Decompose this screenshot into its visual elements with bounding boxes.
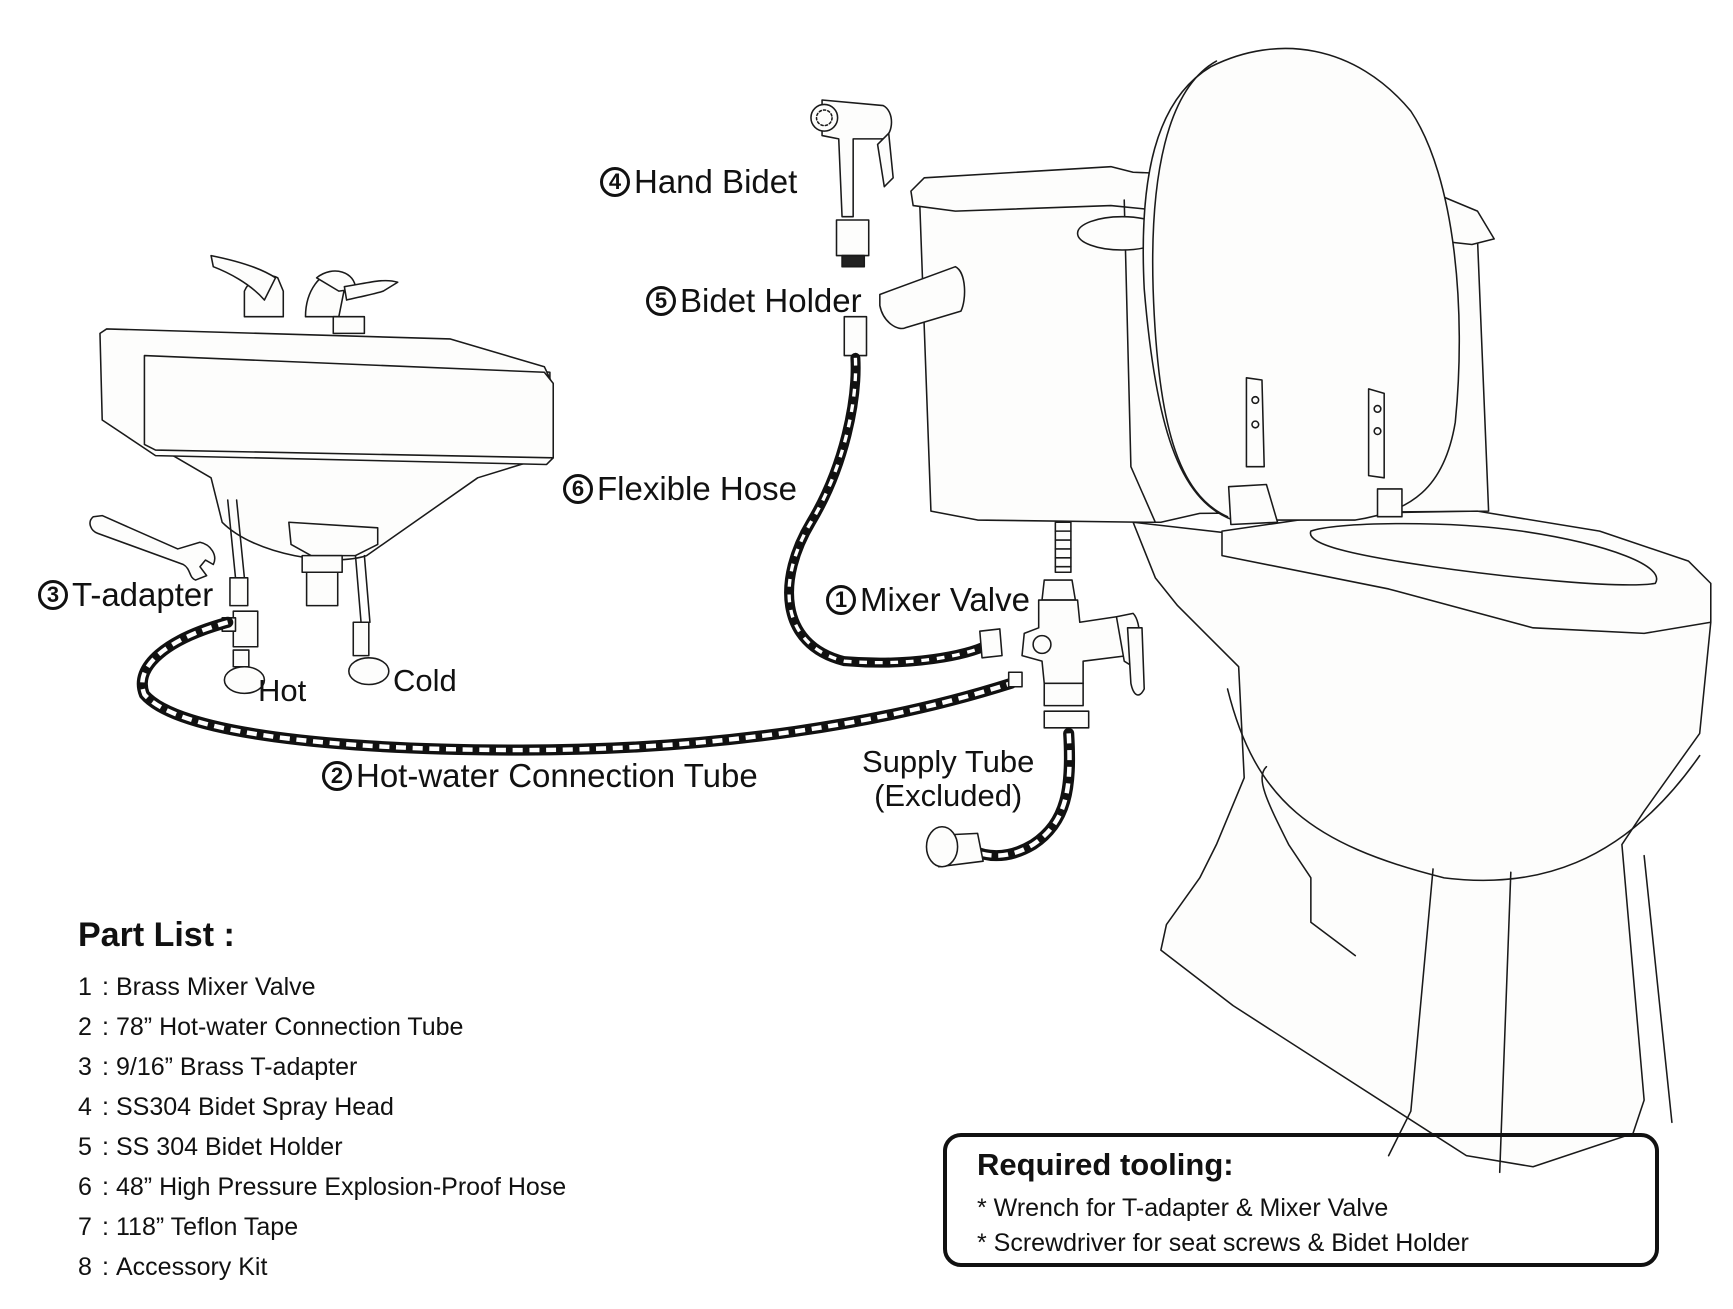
part-list-item: 1:Brass Mixer Valve — [78, 967, 566, 1007]
part-list-item: 6:48” High Pressure Explosion-Proof Hose — [78, 1167, 566, 1207]
flexible-hose-label: 6 Flexible Hose — [563, 470, 797, 508]
part-number: 3 — [78, 1053, 92, 1081]
part-separator: : — [102, 1213, 109, 1241]
part-number: 5 — [78, 1133, 92, 1161]
hand-bidet-illustration — [810, 99, 894, 268]
part-number: 7 — [78, 1213, 92, 1241]
part-separator: : — [102, 973, 109, 1001]
part-name: Accessory Kit — [116, 1253, 268, 1281]
part-list-item: 7:118” Teflon Tape — [78, 1207, 566, 1247]
part-list: Part List : 1:Brass Mixer Valve 2:78” Ho… — [78, 916, 566, 1287]
part-name: 48” High Pressure Explosion-Proof Hose — [116, 1173, 567, 1201]
part-number: 1 — [78, 973, 92, 1001]
part-list-item: 3:9/16” Brass T-adapter — [78, 1047, 566, 1087]
part-name: 9/16” Brass T-adapter — [116, 1053, 358, 1081]
part-separator: : — [102, 1133, 109, 1161]
callout-number-2: 2 — [322, 761, 352, 791]
part-name: Brass Mixer Valve — [116, 973, 316, 1001]
hot-water-tube-label-text: Hot-water Connection Tube — [356, 757, 758, 794]
part-list-item: 8:Accessory Kit — [78, 1247, 566, 1287]
part-number: 2 — [78, 1013, 92, 1041]
flexible-hose — [784, 352, 1003, 668]
part-number: 4 — [78, 1093, 92, 1121]
part-separator: : — [102, 1013, 109, 1041]
tooling-item: * Screwdriver for seat screws & Bidet Ho… — [977, 1229, 1469, 1257]
part-number: 8 — [78, 1253, 92, 1281]
hot-water-tube-label: 2 Hot-water Connection Tube — [322, 757, 758, 795]
hand-bidet-label: 4 Hand Bidet — [600, 163, 797, 201]
t-adapter-label-text: T-adapter — [72, 576, 214, 613]
required-tooling-box: Required tooling: * Wrench for T-adapter… — [943, 1133, 1659, 1267]
flexible-hose-label-text: Flexible Hose — [597, 470, 797, 507]
hot-label: Hot — [258, 673, 307, 708]
tooling-item: * Wrench for T-adapter & Mixer Valve — [977, 1194, 1389, 1222]
t-adapter-label: 3 T-adapter — [38, 576, 213, 614]
part-separator: : — [102, 1093, 109, 1121]
part-separator: : — [102, 1253, 109, 1281]
part-list-item: 4:SS304 Bidet Spray Head — [78, 1087, 566, 1127]
part-name: 118” Teflon Tape — [116, 1213, 299, 1241]
bidet-holder-label: 5 Bidet Holder — [646, 282, 862, 320]
part-name: SS304 Bidet Spray Head — [116, 1093, 394, 1121]
supply-tube-label-line1: Supply Tube — [862, 744, 1035, 779]
part-list-item: 5:SS 304 Bidet Holder — [78, 1127, 566, 1167]
mixer-valve-illustration — [1021, 579, 1146, 729]
hot-water-connection-tube — [136, 616, 1023, 756]
cold-label: Cold — [393, 663, 457, 698]
callout-number-1: 1 — [826, 585, 856, 615]
required-tooling-title: Required tooling: — [977, 1147, 1234, 1182]
part-name: SS 304 Bidet Holder — [116, 1133, 343, 1161]
hand-bidet-label-text: Hand Bidet — [634, 163, 798, 200]
part-list-item: 2:78” Hot-water Connection Tube — [78, 1007, 566, 1047]
sink-illustration — [99, 254, 555, 695]
supply-tube-label-line2: (Excluded) — [874, 778, 1023, 814]
part-separator: : — [102, 1173, 109, 1201]
part-name: 78” Hot-water Connection Tube — [116, 1013, 464, 1041]
bidet-holder-illustration — [843, 265, 966, 357]
bidet-holder-label-text: Bidet Holder — [680, 282, 862, 319]
callout-number-4: 4 — [600, 167, 630, 197]
callout-number-6: 6 — [563, 474, 593, 504]
part-list-title: Part List : — [78, 916, 235, 954]
part-number: 6 — [78, 1173, 92, 1201]
callout-number-5: 5 — [646, 286, 676, 316]
part-separator: : — [102, 1053, 109, 1081]
mixer-valve-label: 1 Mixer Valve — [826, 581, 1030, 619]
mixer-valve-label-text: Mixer Valve — [860, 581, 1030, 618]
toilet-illustration — [910, 47, 1712, 1174]
supply-tube — [925, 727, 1076, 868]
wrench-icon — [89, 514, 216, 581]
supply-tube-label: Supply Tube (Excluded) — [862, 744, 1035, 814]
callout-number-3: 3 — [38, 580, 68, 610]
